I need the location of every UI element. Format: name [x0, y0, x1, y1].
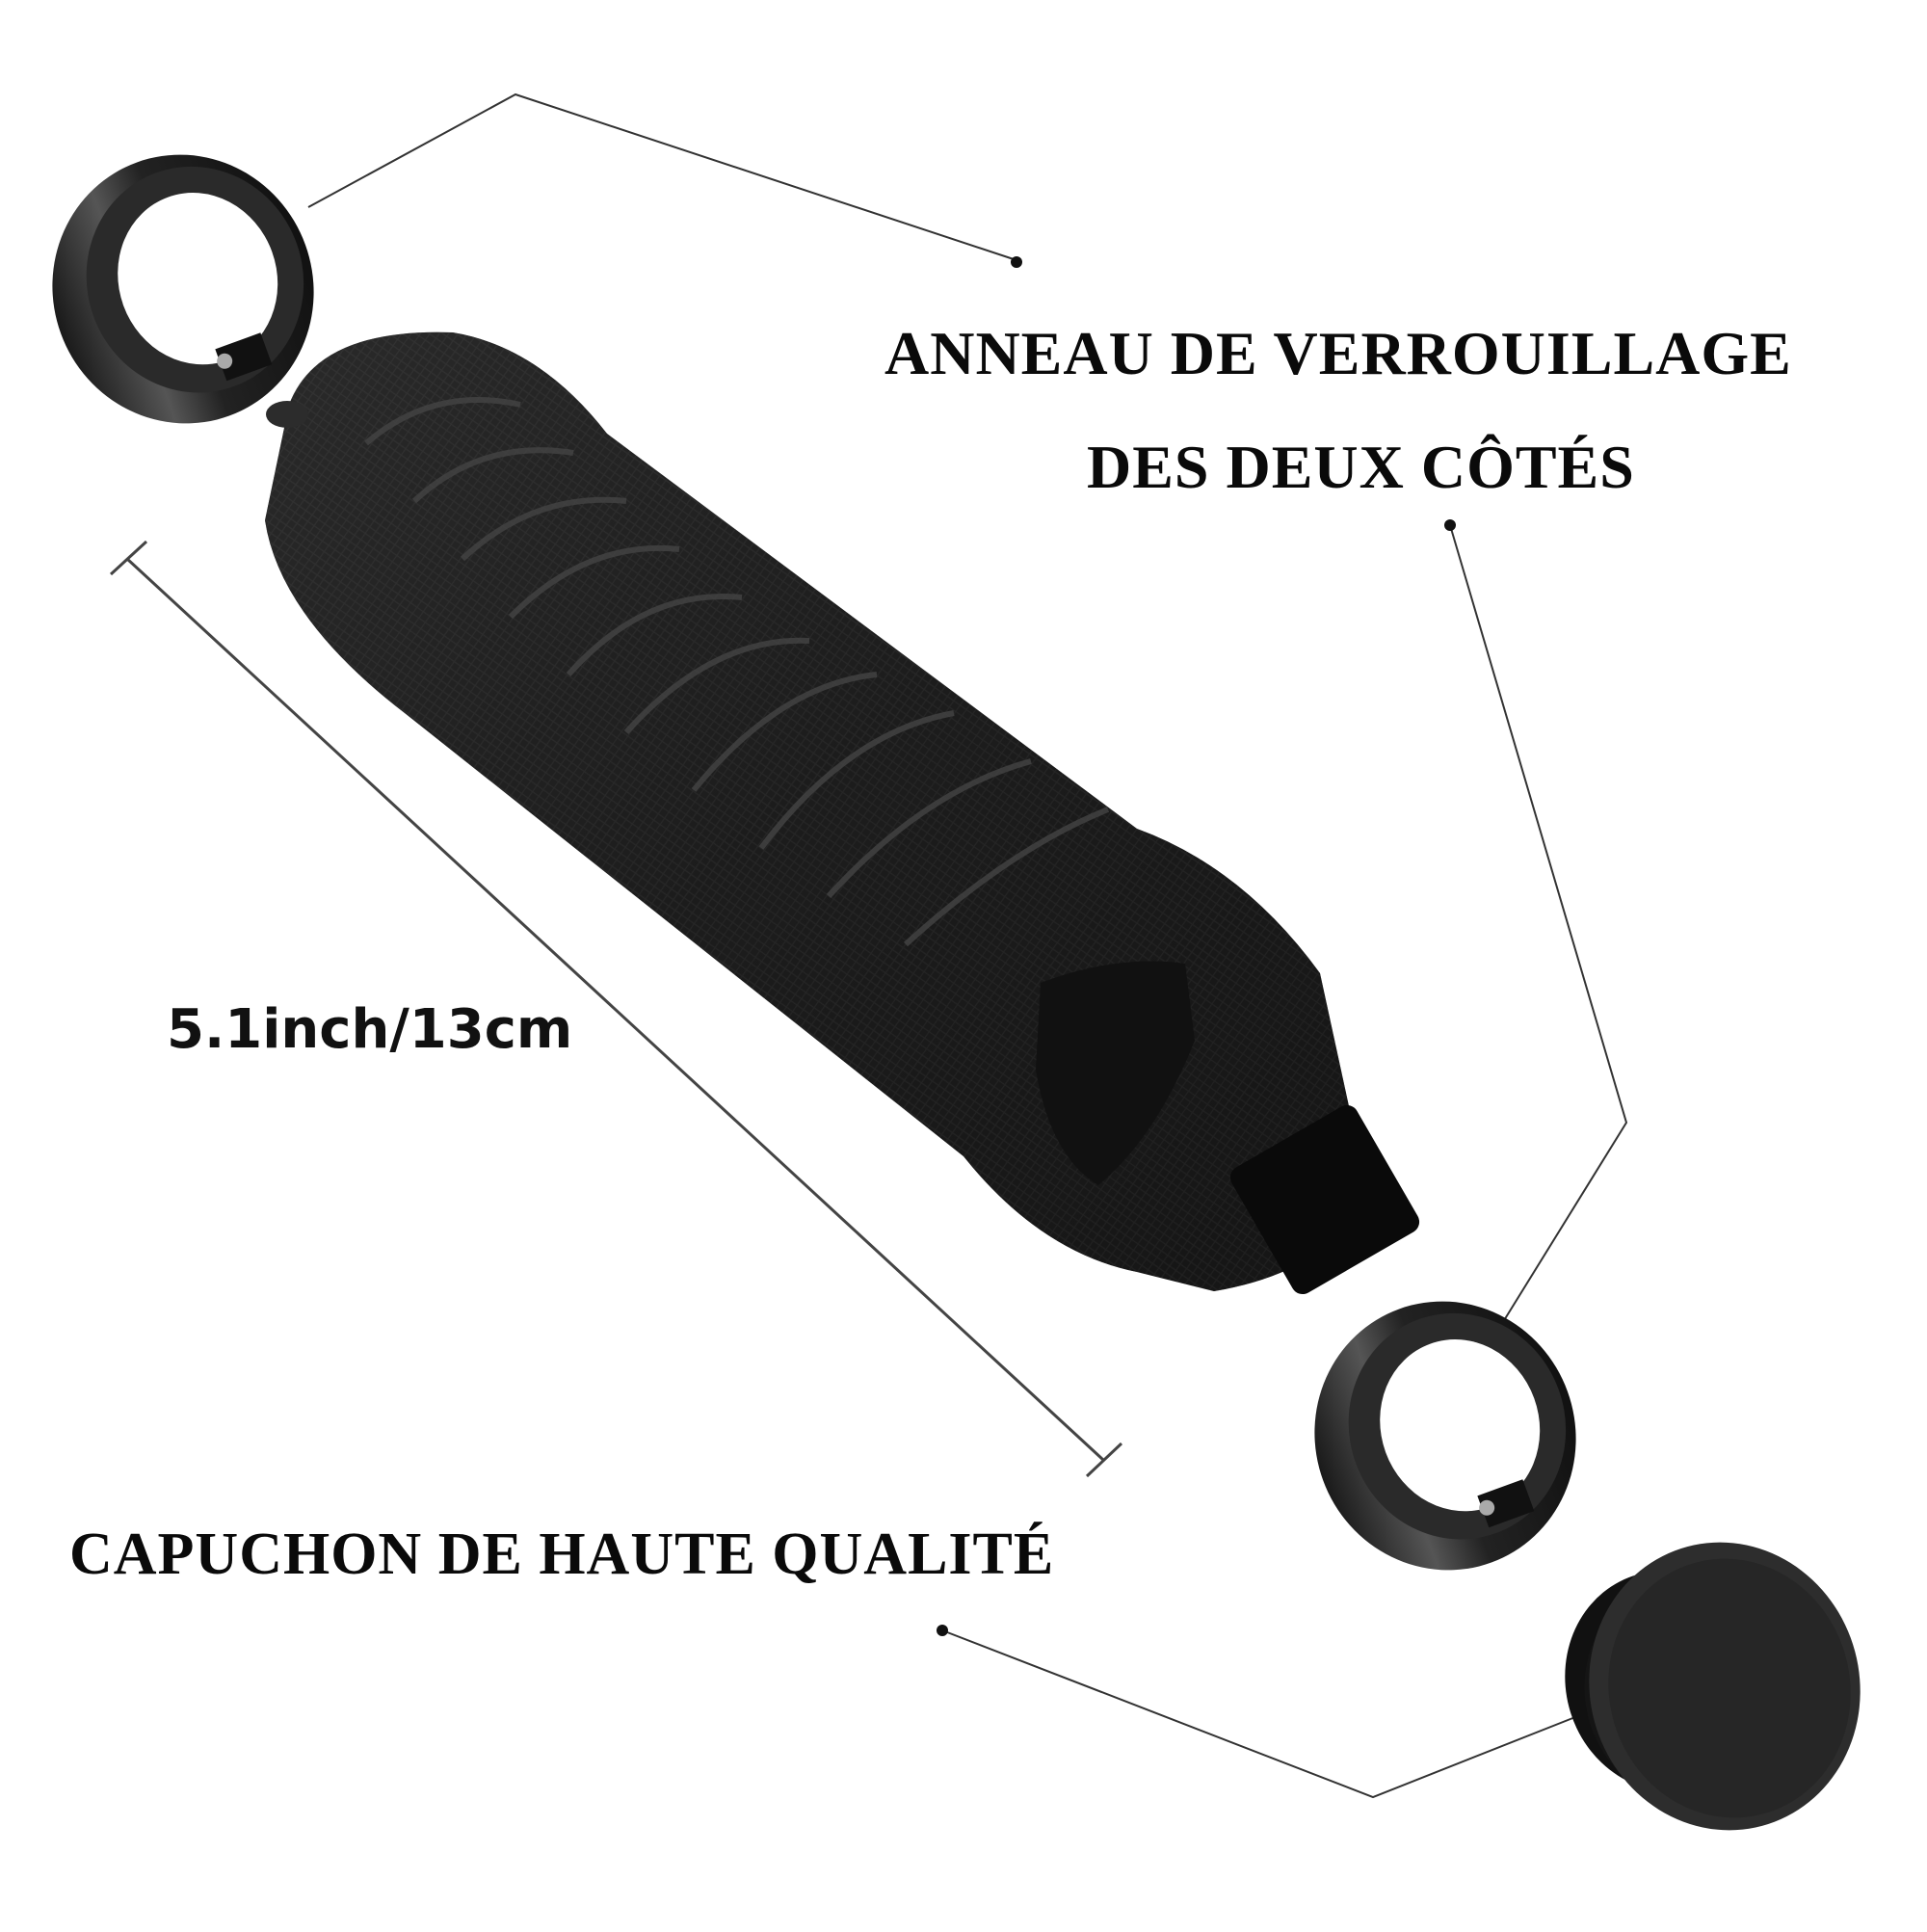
grip-ribs	[364, 397, 1110, 947]
length-label: 5.1inch/13cm	[167, 998, 573, 1061]
callout-dot-top	[1011, 256, 1022, 268]
lock-ring-label-line2: DES DEUX CÔTÉS	[1087, 433, 1635, 501]
dimension-tick-start	[109, 540, 148, 576]
callout-line-top	[307, 93, 1017, 261]
dimension-line-main	[125, 557, 1105, 1462]
callout-dot-bottom	[937, 1625, 948, 1636]
callout-line-right	[1449, 524, 1628, 1331]
end-cap-label: CAPUCHON DE HAUTE QUALITÉ	[69, 1522, 1055, 1587]
callout-line-bottom	[941, 1629, 1581, 1799]
lock-ring-right-icon	[1314, 1301, 1576, 1571]
lock-ring-left-icon	[52, 154, 314, 424]
lock-ring-label-line1: ANNEAU DE VERROUILLAGE	[884, 319, 1792, 387]
dimension-tick-end	[1085, 1442, 1123, 1478]
end-cap-icon	[1565, 1542, 1861, 1831]
handlebar-grip-icon	[265, 331, 1420, 1295]
dimension-line	[109, 540, 1123, 1478]
callout-lines	[307, 93, 1628, 1799]
callout-dot-right	[1444, 519, 1456, 531]
callout-dots	[937, 256, 1456, 1636]
